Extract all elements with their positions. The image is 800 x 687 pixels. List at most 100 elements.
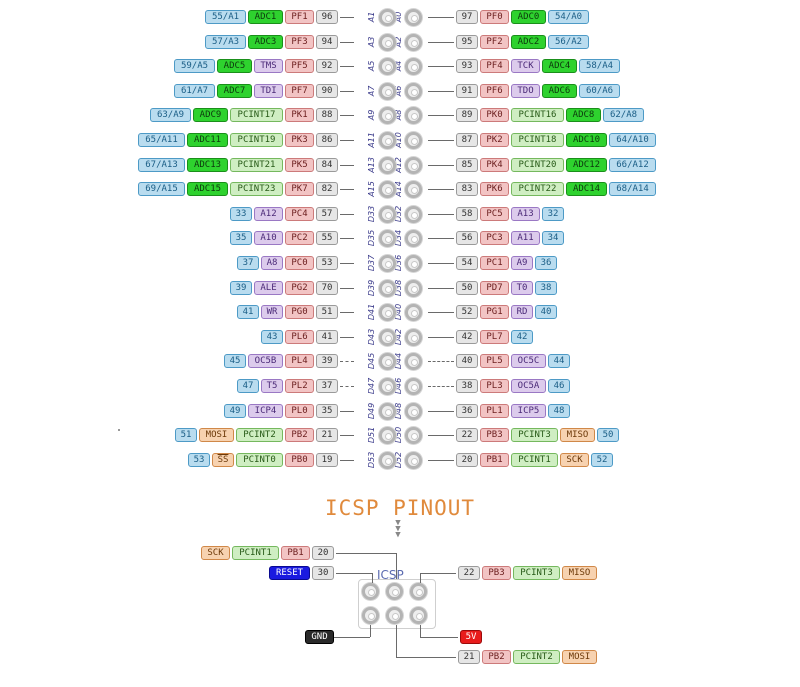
right-label-serial: SCK (560, 453, 589, 467)
header-pin (379, 255, 396, 272)
left-label-arduino: 51 (175, 428, 197, 442)
left-label-port: PL6 (285, 330, 314, 344)
right-label-pin: 50 (456, 281, 478, 295)
left-label-pin: 53 (316, 256, 338, 270)
left-label-arduino: 53 (188, 453, 210, 467)
left-label-port: PL2 (285, 379, 314, 393)
right-label-pin: 54 (456, 256, 478, 270)
pin-label-left: D39 (367, 279, 376, 297)
left-label-pcint: PCINT2 (236, 428, 283, 442)
connector-line (340, 263, 354, 264)
pin-label-left: A3 (367, 36, 376, 48)
pin-label-left: D47 (367, 377, 376, 395)
header-pin (405, 83, 422, 100)
left-label-adc: ADC3 (248, 35, 283, 49)
right-label-port: PL3 (480, 379, 509, 393)
header-pin (379, 452, 396, 469)
connector-line (340, 337, 354, 338)
icsp-right-port: PB3 (482, 566, 511, 580)
right-label-pcint: PCINT22 (511, 182, 564, 196)
left-label-pin: 35 (316, 404, 338, 418)
left-label-arduino: 63/A9 (150, 108, 191, 122)
connector-line (370, 625, 371, 637)
pin-label-left: D45 (367, 352, 376, 370)
right-label-pin: 36 (456, 404, 478, 418)
right-label-port: PF4 (480, 59, 509, 73)
connector-line (428, 337, 454, 338)
icsp-right-port: PB2 (482, 650, 511, 664)
left-label-port: PC0 (285, 256, 314, 270)
icsp-right-serial: MOSI (562, 650, 597, 664)
right-label-adc: ADC10 (566, 133, 607, 147)
left-label-adc: ADC13 (187, 158, 228, 172)
connector-line (396, 553, 397, 579)
right-label-arduino: 58/A4 (579, 59, 620, 73)
header-pin (379, 427, 396, 444)
icsp-right-pin: 21 (458, 650, 480, 664)
left-label-pin: 96 (316, 10, 338, 24)
icsp-title: ICSP PINOUT (324, 496, 476, 520)
left-label-func: T5 (261, 379, 283, 393)
left-label-arduino: 45 (224, 354, 246, 368)
chevron-down-icon: ▼▼▼ (395, 518, 401, 540)
connector-line (340, 17, 354, 18)
right-label-arduino: 46 (548, 379, 570, 393)
left-label-port: PB2 (285, 428, 314, 442)
header-pin (405, 329, 422, 346)
left-label-pin: 37 (316, 379, 338, 393)
left-label-pcint: PCINT23 (230, 182, 283, 196)
connector-line (340, 361, 354, 362)
stray-dot (118, 429, 120, 431)
pin-label-left: A13 (367, 157, 376, 173)
left-label-port: PB0 (285, 453, 314, 467)
connector-line (340, 288, 354, 289)
right-label-pin: 42 (456, 330, 478, 344)
left-label-pin: 82 (316, 182, 338, 196)
right-label-arduino: 48 (548, 404, 570, 418)
pin-label-left: D41 (367, 303, 376, 321)
right-label-func: OC5A (511, 379, 546, 393)
connector-line (340, 460, 354, 461)
connector-line (428, 435, 454, 436)
left-label-port: PF7 (285, 84, 314, 98)
right-label-arduino: 44 (548, 354, 570, 368)
connector-line (336, 553, 396, 554)
right-label-func: TCK (511, 59, 540, 73)
right-label-func: A9 (511, 256, 533, 270)
left-label-arduino: 49 (224, 404, 246, 418)
right-label-pin: 89 (456, 108, 478, 122)
right-label-func: RD (511, 305, 533, 319)
right-label-port: PK4 (480, 158, 509, 172)
header-pin (379, 9, 396, 26)
right-label-arduino: 40 (535, 305, 557, 319)
header-pin (405, 181, 422, 198)
right-label-pin: 91 (456, 84, 478, 98)
right-label-arduino: 50 (597, 428, 619, 442)
right-label-pcint: PCINT16 (511, 108, 564, 122)
icsp-left-port: PB1 (281, 546, 310, 560)
right-label-pin: 95 (456, 35, 478, 49)
pin-label-left: D35 (367, 229, 376, 247)
icsp-header-outline (358, 579, 436, 629)
left-label-pin: 21 (316, 428, 338, 442)
left-label-arduino: 67/A13 (138, 158, 185, 172)
right-label-pin: 87 (456, 133, 478, 147)
header-pin (379, 83, 396, 100)
left-label-pin: 55 (316, 231, 338, 245)
right-label-pin: 20 (456, 453, 478, 467)
connector-line (340, 214, 354, 215)
right-label-pin: 83 (456, 182, 478, 196)
header-pin (379, 230, 396, 247)
left-label-func: A8 (261, 256, 283, 270)
header-pin (379, 132, 396, 149)
right-label-port: PK6 (480, 182, 509, 196)
right-label-arduino: 68/A14 (609, 182, 656, 196)
right-label-port: PC1 (480, 256, 509, 270)
icsp-left-serial: SCK (201, 546, 230, 560)
left-label-arduino: 59/A5 (174, 59, 215, 73)
left-label-pin: 86 (316, 133, 338, 147)
left-label-adc: ADC9 (193, 108, 228, 122)
right-label-arduino: 38 (535, 281, 557, 295)
right-label-adc: ADC4 (542, 59, 577, 73)
connector-line (428, 165, 454, 166)
